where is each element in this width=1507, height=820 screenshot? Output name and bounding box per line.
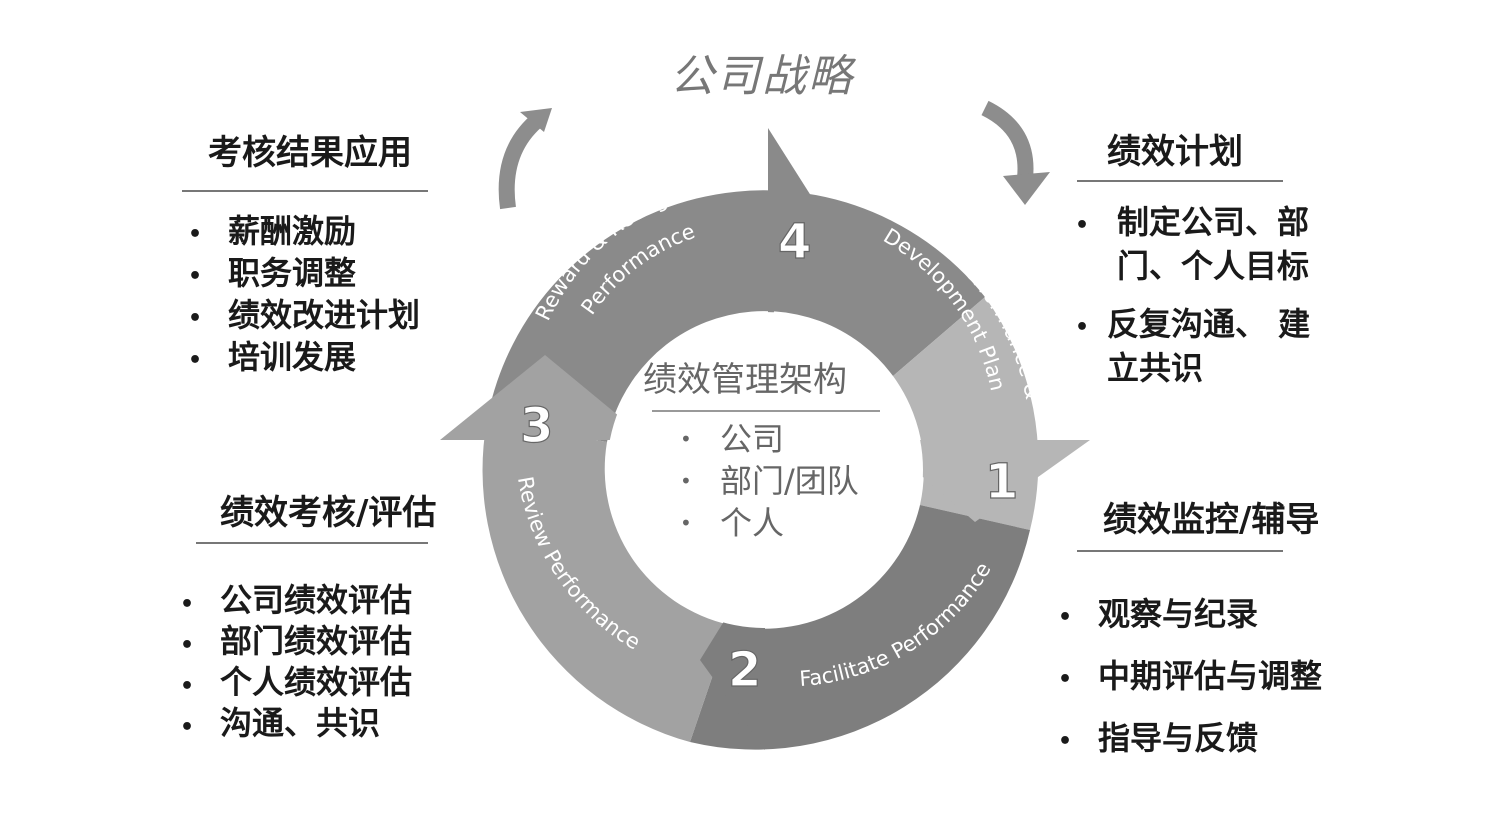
arrowhead-top: [768, 128, 820, 325]
list-item: 沟通、共识: [180, 703, 412, 748]
curved-arrow-left: [498, 111, 546, 210]
center-item-company: 公司: [680, 418, 859, 460]
segment-1-number: 1: [985, 454, 1018, 510]
list-item-line: 门、个人目标: [1117, 247, 1310, 285]
panel-monitoring-list: 观察与纪录 中期评估与调整 指导与反馈: [1058, 583, 1322, 773]
panel-results-application-heading: 考核结果应用: [208, 133, 412, 173]
list-item: 个人绩效评估: [180, 662, 412, 707]
strategy-title: 公司战略: [670, 51, 854, 102]
segment-2-band: [690, 505, 1030, 750]
list-item: 培训发展: [188, 336, 420, 382]
panel-performance-plan-list: 制定公司、部 门、个人目标 反复沟通、 建 立共识: [1075, 200, 1310, 390]
list-item: 反复沟通、 建 立共识: [1075, 302, 1310, 390]
panel-performance-plan-divider: [1077, 180, 1283, 182]
list-item: 绩效改进计划: [188, 294, 420, 340]
list-item: 职务调整: [188, 252, 420, 298]
segment-3-band: [482, 420, 730, 742]
curved-arrow-right-head: [1003, 172, 1050, 205]
curved-arrow-right: [981, 100, 1034, 179]
panel-appraisal-list: 公司绩效评估 部门绩效评估 个人绩效评估 沟通、共识: [180, 580, 412, 748]
arrowhead-right: [880, 440, 1090, 522]
list-item: 薪酬激励: [188, 210, 420, 256]
list-item: 观察与纪录: [1058, 583, 1322, 649]
list-item: 制定公司、部 门、个人目标: [1075, 200, 1310, 288]
segment-2-number: 2: [728, 642, 761, 698]
panel-monitoring-heading: 绩效监控/辅导: [1103, 500, 1320, 540]
center-divider: [652, 410, 880, 412]
list-item-line: 反复沟通、 建: [1107, 305, 1311, 343]
segment-3-number: 3: [520, 398, 553, 454]
list-item: 公司绩效评估: [180, 580, 412, 625]
panel-monitoring-divider: [1077, 550, 1283, 552]
center-title: 绩效管理架构: [643, 360, 847, 400]
center-item-individual: 个人: [680, 502, 859, 544]
center-list: 公司 部门/团队 个人: [680, 418, 859, 544]
panel-results-application-list: 薪酬激励 职务调整 绩效改进计划 培训发展: [188, 210, 420, 382]
list-item: 指导与反馈: [1058, 707, 1322, 773]
panel-results-application-divider: [182, 190, 428, 192]
list-item: 部门绩效评估: [180, 621, 412, 666]
segment-4-band: [487, 190, 985, 442]
curved-arrow-left-head: [520, 108, 552, 132]
panel-performance-plan-heading: 绩效计划: [1107, 132, 1243, 172]
panel-appraisal-heading: 绩效考核/评估: [220, 493, 437, 533]
list-item: 中期评估与调整: [1058, 645, 1322, 711]
list-item-line: 立共识: [1107, 349, 1204, 387]
center-item-department-team: 部门/团队: [680, 460, 859, 502]
panel-appraisal-divider: [196, 542, 428, 544]
list-item-line: 制定公司、部: [1117, 203, 1310, 241]
arrowhead-left: [440, 355, 648, 440]
segment-4-number: 4: [778, 214, 811, 270]
